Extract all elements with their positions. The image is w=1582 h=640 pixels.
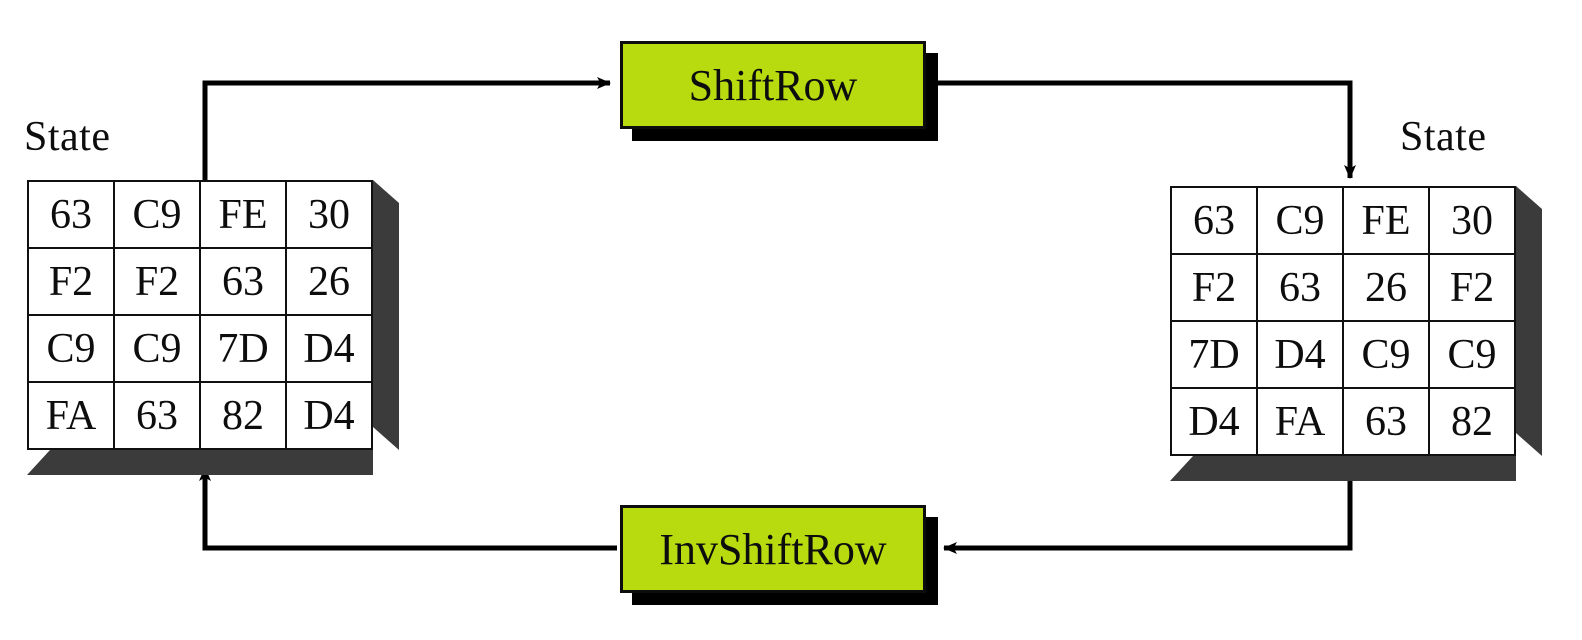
state-cell: C9 — [113, 180, 201, 249]
wire-shiftrow-to-right-state — [938, 80, 1356, 179]
state-cell: C9 — [27, 314, 115, 383]
state-cell: D4 — [285, 314, 373, 383]
right-state-caption: State — [1400, 114, 1487, 160]
state-cell: 63 — [113, 381, 201, 450]
state-cell: D4 — [1256, 320, 1344, 389]
wire-invshiftrow-to-left-state — [199, 467, 617, 551]
matrix-3d-right-face — [1516, 186, 1542, 456]
state-cell: D4 — [285, 381, 373, 450]
state-cell: F2 — [1428, 253, 1516, 322]
state-cell: 63 — [199, 247, 287, 316]
state-cell: F2 — [1170, 253, 1258, 322]
state-cell: 26 — [1342, 253, 1430, 322]
state-cell: 26 — [285, 247, 373, 316]
state-cell: F2 — [113, 247, 201, 316]
invshiftrow-box[interactable]: InvShiftRow — [620, 505, 926, 593]
state-cell: 63 — [27, 180, 115, 249]
state-cell: 30 — [285, 180, 373, 249]
state-cell: C9 — [1342, 320, 1430, 389]
state-cell: C9 — [113, 314, 201, 383]
state-cell: 7D — [1170, 320, 1258, 389]
state-cell: 63 — [1256, 253, 1344, 322]
state-cell: 63 — [1342, 387, 1430, 456]
state-cell: FA — [27, 381, 115, 450]
state-cell: 30 — [1428, 186, 1516, 255]
state-cell: C9 — [1428, 320, 1516, 389]
matrix-3d-bottom-face — [1170, 456, 1516, 481]
state-cell: FA — [1256, 387, 1344, 456]
left-state-caption: State — [24, 114, 111, 160]
matrix-3d-right-face — [373, 180, 399, 450]
state-cell: C9 — [1256, 186, 1344, 255]
state-cell: 7D — [199, 314, 287, 383]
matrix-3d-bottom-face — [27, 450, 373, 475]
state-cell: D4 — [1170, 387, 1258, 456]
shiftrow-box[interactable]: ShiftRow — [620, 41, 926, 129]
wire-right-state-to-invshiftrow — [943, 463, 1353, 554]
state-cell: F2 — [27, 247, 115, 316]
wire-left-state-to-shiftrow — [202, 77, 611, 182]
state-cell: 82 — [1428, 387, 1516, 456]
state-cell: 82 — [199, 381, 287, 450]
state-cell: 63 — [1170, 186, 1258, 255]
state-cell: FE — [1342, 186, 1430, 255]
state-cell: FE — [199, 180, 287, 249]
